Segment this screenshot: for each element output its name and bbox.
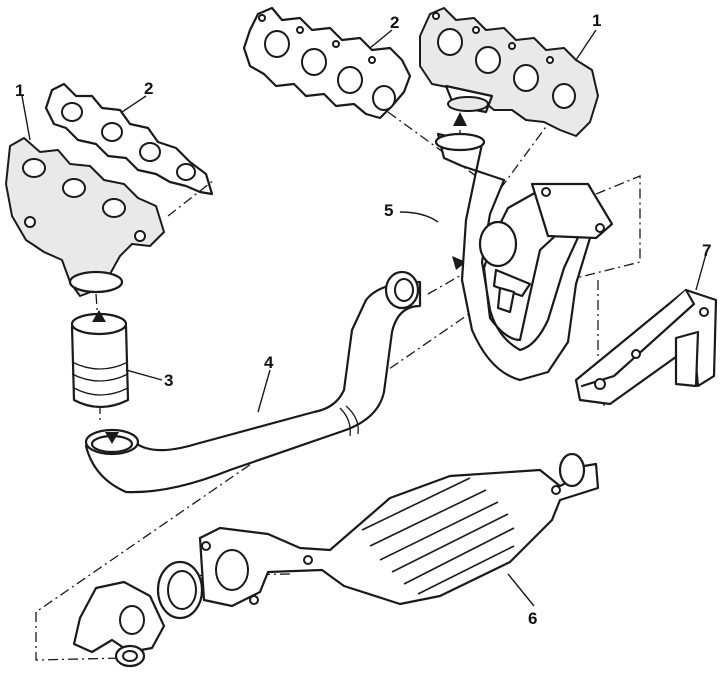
y-pipe (434, 112, 614, 382)
leader-lines (21, 29, 707, 607)
callouts: 1 2 1 2 3 4 5 6 7 (15, 11, 711, 628)
callout-5: 5 (384, 201, 393, 220)
connecting-sleeve (70, 310, 130, 409)
callout-3: 3 (164, 371, 173, 390)
rear-pipe-section (72, 580, 166, 668)
callout-2-right: 2 (390, 13, 399, 32)
gasket-left (44, 82, 214, 196)
callout-7: 7 (702, 241, 711, 260)
exhaust-manifold-right (419, 7, 599, 137)
exhaust-manifold-left (5, 137, 165, 297)
callout-6: 6 (528, 609, 537, 628)
gasket-right (242, 6, 412, 120)
mounting-bracket (574, 288, 718, 406)
callout-2-left: 2 (144, 79, 153, 98)
callout-1-left: 1 (15, 81, 24, 100)
front-pipe (84, 256, 466, 494)
callout-4: 4 (264, 353, 274, 372)
catalytic-converter (198, 452, 600, 608)
flange-gasket-ring (156, 560, 204, 620)
callout-1-right: 1 (592, 11, 601, 30)
